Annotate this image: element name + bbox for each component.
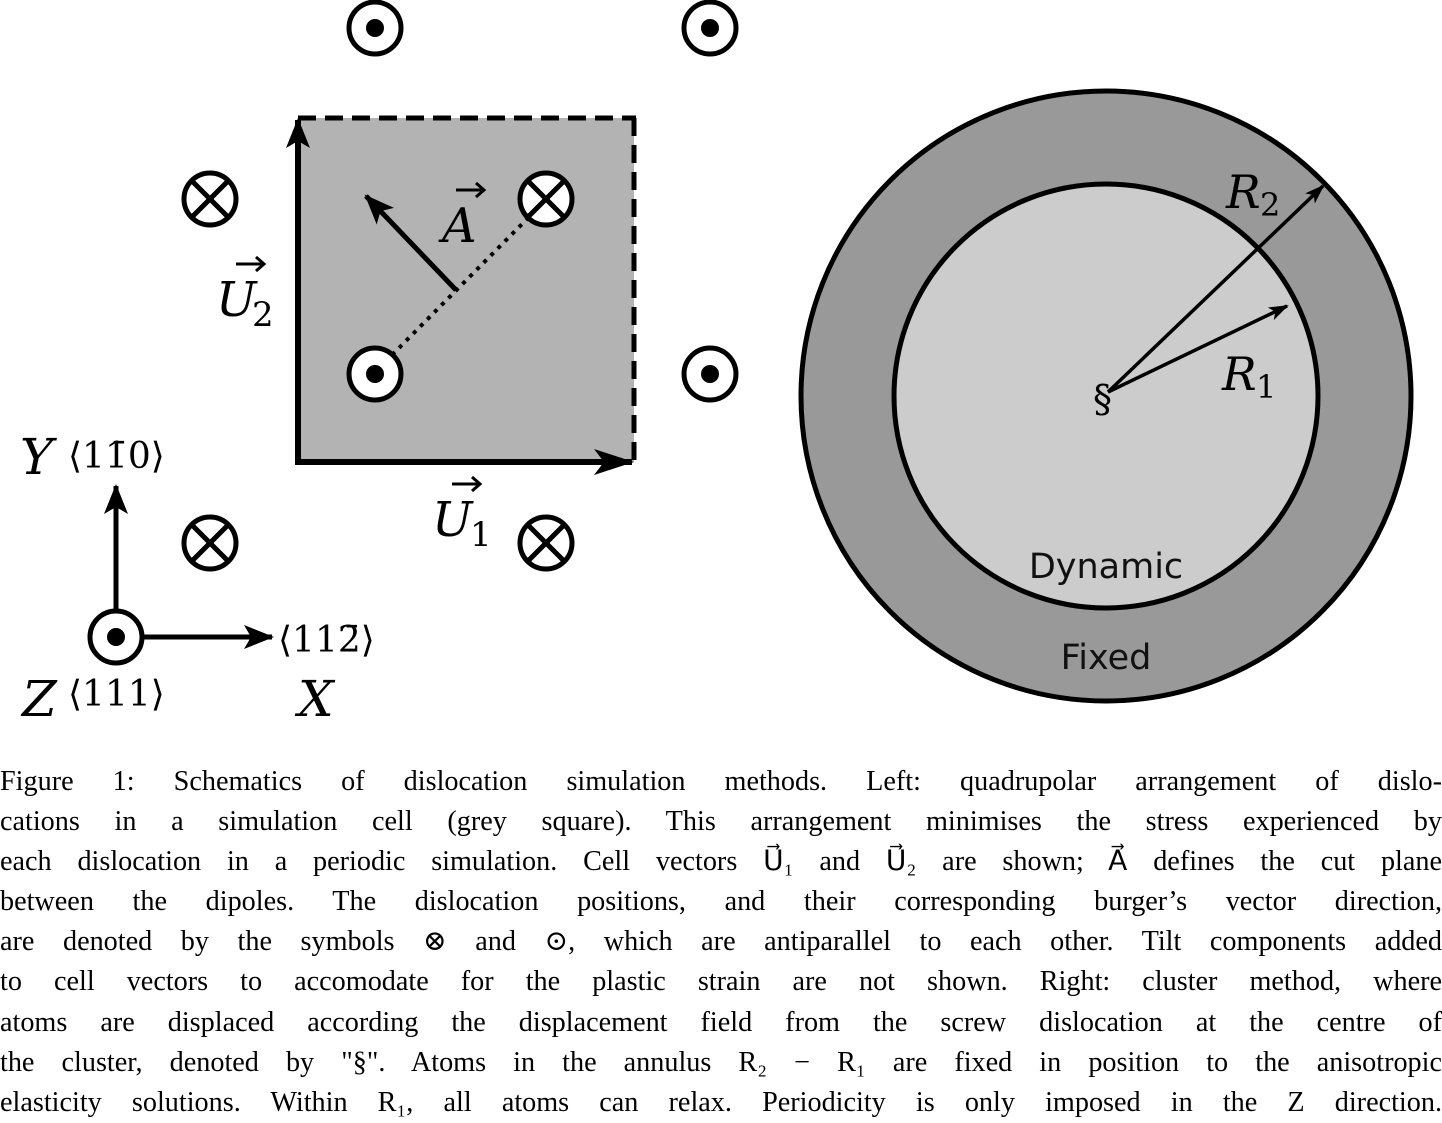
svg-text:R: R [1225,165,1261,219]
caption-line: are denoted by the symbols ⊗ and ⊙, whic… [0,926,1442,958]
left-panel-quadrupole: A U 2 U 1 Y ⟨11̄0⟩ ⟨112̄⟩ X Z [20,0,739,728]
caption-line: between the dipoles. The dislocation pos… [0,886,1442,918]
y-axis-direction: ⟨11̄0⟩ [68,436,165,477]
svg-text:1: 1 [470,515,492,555]
r2-radius-arrow [1106,184,1325,394]
figure-1-schematic: A U 2 U 1 Y ⟨11̄0⟩ ⟨112̄⟩ X Z [20,0,1414,728]
figure-caption: Figure 1: Schematics of dislocation simu… [0,762,1442,1123]
svg-text:1: 1 [1256,368,1276,406]
caption-line: elasticity solutions. Within R₁, all ato… [0,1086,1442,1118]
caption-line: each dislocation in a periodic simulatio… [0,846,1442,878]
vector-a-label: A [438,181,487,254]
svg-text:2: 2 [252,295,274,335]
vector-a-arrow [364,194,458,292]
caption-line: cations in a simulation cell (grey squar… [0,806,1442,838]
fixed-label: Fixed [1061,638,1152,678]
dynamic-label: Dynamic [1029,547,1183,587]
r1-radius-arrow [1107,304,1289,394]
caption-line: Figure 1: Schematics of dislocation simu… [0,766,1442,797]
coordinate-axes: Y ⟨11̄0⟩ ⟨112̄⟩ X Z ⟨111⟩ [20,428,375,728]
dislocation-dot-symbol [346,0,404,57]
svg-text:U: U [216,272,258,328]
vector-u2-label: U 2 [216,255,274,335]
centre-section-symbol: § [1093,377,1112,421]
dislocation-dot-symbol [681,345,739,403]
svg-text:2: 2 [1260,186,1280,224]
dislocation-cross-symbol [181,170,239,228]
right-panel-cluster: § R 2 R 1 Dynamic Fixed [798,88,1414,704]
dislocation-dot-symbol [681,0,739,57]
r2-label: R 2 [1225,165,1280,224]
x-axis-letter: X [294,670,336,728]
svg-text:U: U [432,492,474,548]
svg-text:R: R [1221,347,1257,401]
caption-line: the cluster, denoted by "§". Atoms in th… [0,1046,1442,1078]
vector-u1-label: U 1 [432,475,492,555]
caption-line: to cell vectors to accomodate for the pl… [0,966,1442,998]
dislocation-dot-symbol [346,345,404,403]
x-axis-direction: ⟨112̄⟩ [278,620,375,661]
r1-label: R 1 [1221,347,1276,406]
dislocation-cross-symbol [517,514,575,572]
z-axis-dot-symbol [87,608,145,666]
svg-text:A: A [438,198,477,254]
cut-plane-dotted-line [383,212,534,364]
caption-line: atoms are displaced according the displa… [0,1006,1442,1038]
dislocation-cross-symbol [517,170,575,228]
dislocation-cross-symbol [181,514,239,572]
y-axis-letter: Y [20,428,57,486]
z-axis-letter: Z [20,670,58,728]
simulation-cell [298,118,634,462]
z-axis-direction: ⟨111⟩ [68,674,165,715]
